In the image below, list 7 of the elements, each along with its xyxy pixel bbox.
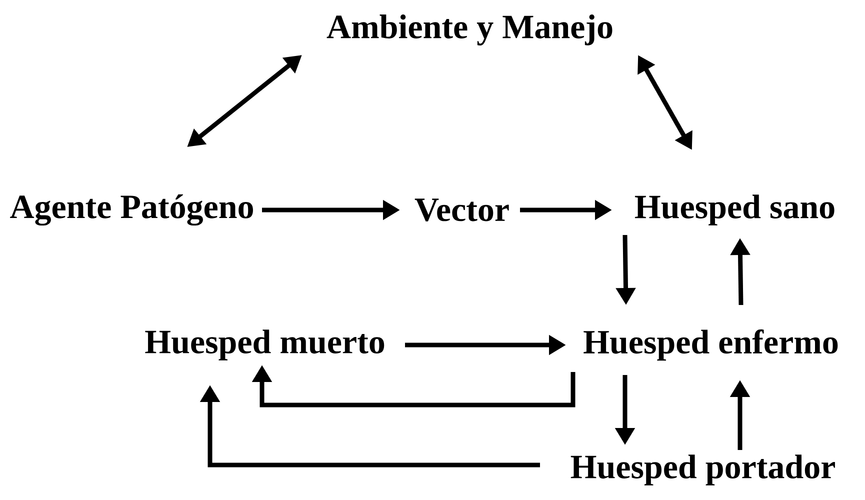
node-label: Huesped sano xyxy=(634,194,834,226)
node-label: Vector xyxy=(414,198,509,222)
node-label: Huesped portador xyxy=(570,454,835,486)
node-label: Agente Patógeno xyxy=(10,194,253,226)
node-label: Huesped muerto xyxy=(145,330,384,360)
node-label: Ambiente y Manejo xyxy=(326,14,612,46)
node-label: Huesped enfermo xyxy=(584,329,838,361)
